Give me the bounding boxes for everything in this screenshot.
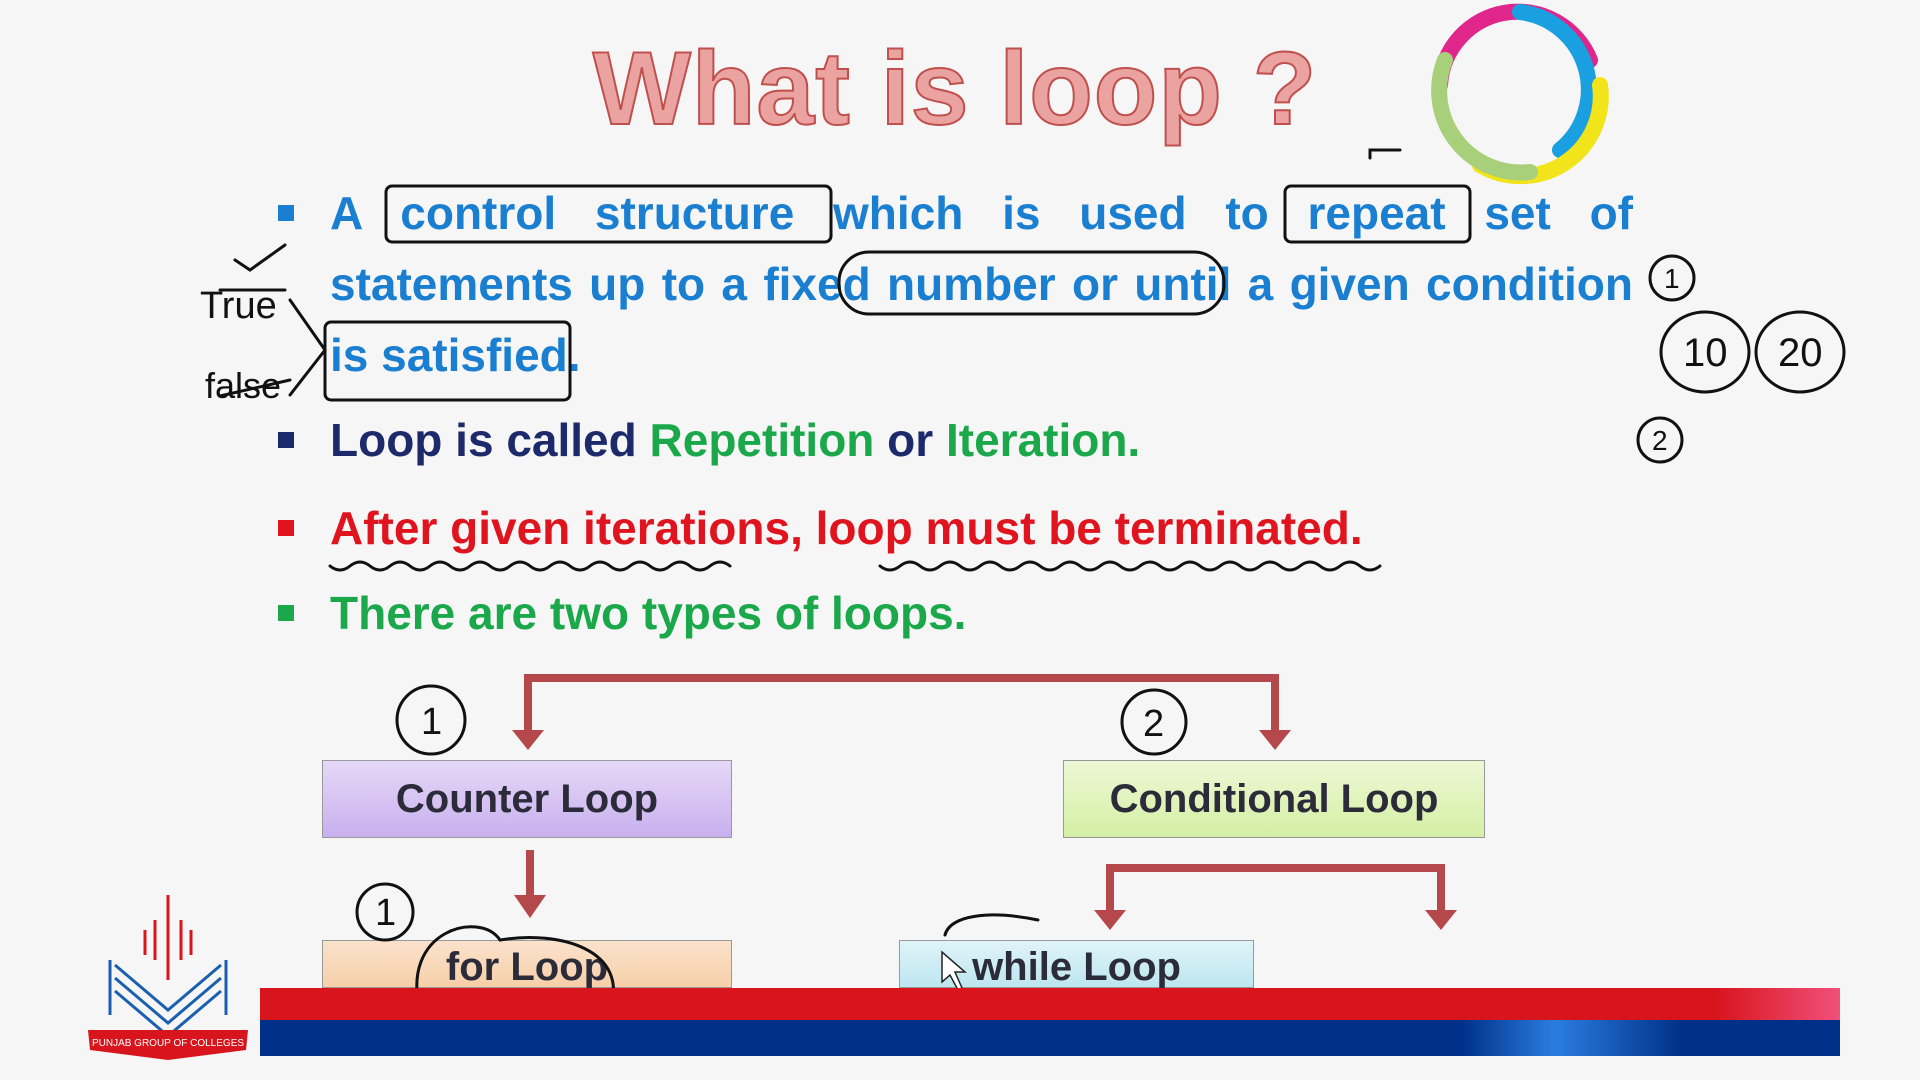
bullet-marker xyxy=(278,205,294,221)
bullet-types: There are two types of loops. xyxy=(278,578,967,649)
conditional-loop-box: Conditional Loop xyxy=(1063,760,1485,838)
text-part: Loop is called xyxy=(330,414,650,466)
bullet-text: After given iterations, loop must be ter… xyxy=(330,502,1363,554)
num-annotation: 2 xyxy=(1652,425,1668,456)
value-10: 10 xyxy=(1683,331,1728,375)
bullet-marker xyxy=(278,605,294,621)
bullet-marker xyxy=(278,432,294,448)
false-annotation: false xyxy=(205,365,281,406)
footer-red-bar xyxy=(260,988,1840,1020)
counter-loop-box: Counter Loop xyxy=(322,760,732,838)
bullet-text: A control structure which is used to rep… xyxy=(330,187,1633,381)
text-iteration: Iteration. xyxy=(945,414,1141,466)
num-annotation: 2 xyxy=(1143,703,1164,745)
text-part: or xyxy=(874,414,946,466)
true-annotation: True xyxy=(200,285,277,327)
logo-text: PUNJAB GROUP OF COLLEGES xyxy=(92,1038,244,1049)
bullet-repetition: Loop is called Repetition or Iteration. xyxy=(278,405,1141,476)
num-annotation: 1 xyxy=(421,701,442,743)
bullet-terminate: After given iterations, loop must be ter… xyxy=(278,493,1363,564)
num-annotation: 1 xyxy=(375,892,396,934)
slide-title: What is loop ? xyxy=(592,30,1318,148)
num-annotation: 1 xyxy=(1664,263,1680,294)
value-20: 20 xyxy=(1778,331,1823,375)
bullet-marker xyxy=(278,520,294,536)
bullet-definition: A control structure which is used to rep… xyxy=(278,178,1633,391)
footer-blue-bar xyxy=(260,1020,1840,1056)
bullet-text: There are two types of loops. xyxy=(330,587,967,639)
text-repetition: Repetition xyxy=(649,414,875,466)
for-loop-box: for Loop xyxy=(322,940,732,989)
